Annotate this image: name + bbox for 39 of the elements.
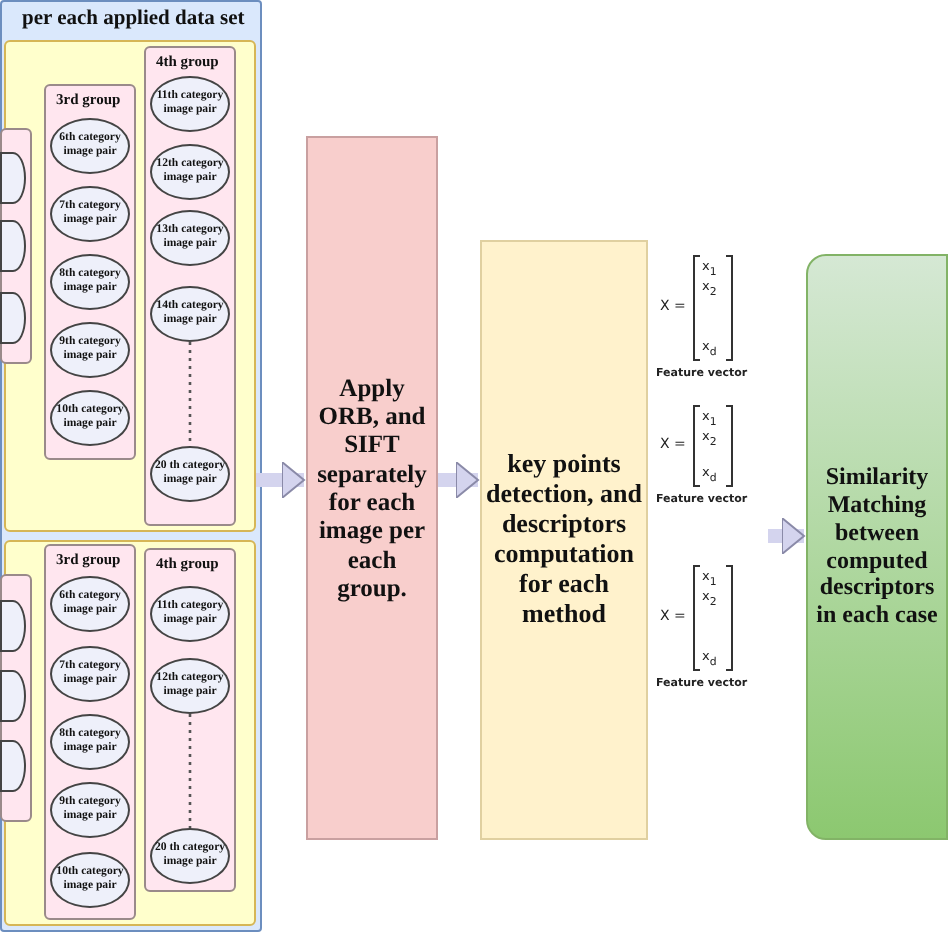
image-pair-ellipse [50, 322, 130, 378]
dataset-panel [0, 0, 262, 932]
image-pair-ellipse [150, 828, 230, 884]
image-pair-ellipse [50, 576, 130, 632]
image-pair-ellipse [50, 852, 130, 908]
image-pair-ellipse [150, 76, 230, 132]
dotted-connector [188, 342, 192, 446]
box-text: key points detection, and descriptors computation for each method [484, 450, 644, 630]
block-arrow [438, 461, 479, 499]
image-pair-ellipse [50, 118, 130, 174]
group-column [44, 84, 136, 460]
group-column [144, 548, 236, 892]
box-text: Apply ORB, and SIFT separately for each image per each group. [315, 373, 429, 603]
process-box [480, 240, 648, 840]
image-pair-ellipse [150, 210, 230, 266]
process-box [306, 136, 438, 840]
image-pair-ellipse [50, 782, 130, 838]
image-pair-ellipse [150, 586, 230, 642]
group-column [0, 128, 32, 364]
group-panel [4, 40, 256, 532]
image-pair-ellipse [50, 714, 130, 770]
block-arrow [256, 461, 305, 499]
group-heading: per each applied data set [22, 8, 245, 33]
image-pair-ellipse [150, 286, 230, 342]
group-column [0, 574, 32, 822]
dotted-connector [188, 714, 192, 828]
group-column [44, 544, 136, 920]
process-box [806, 254, 948, 840]
image-pair-ellipse [50, 254, 130, 310]
group-panel [4, 540, 256, 926]
image-pair-ellipse [50, 646, 130, 702]
image-pair-ellipse [150, 144, 230, 200]
box-text: Similarity Matching between computed descriptors in each case [814, 464, 940, 630]
image-pair-ellipse [150, 658, 230, 714]
block-arrow [768, 517, 805, 555]
group-column [144, 46, 236, 526]
image-pair-ellipse [50, 186, 130, 242]
image-pair-ellipse [50, 390, 130, 446]
image-pair-ellipse [150, 446, 230, 502]
